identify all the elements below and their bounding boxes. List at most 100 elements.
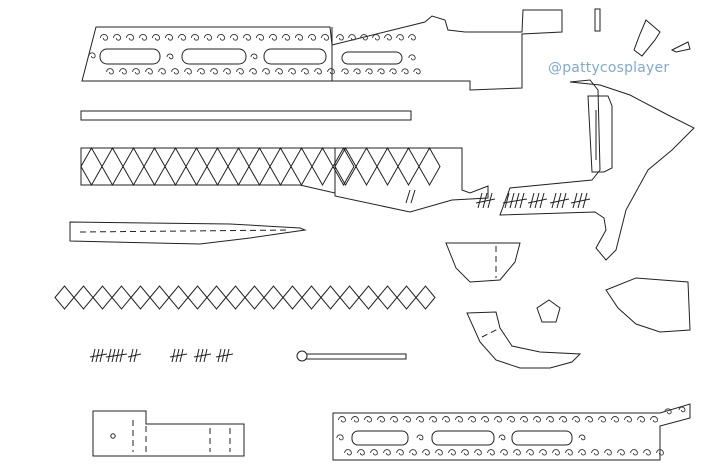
long-rail-piece [80, 110, 412, 121]
swirl-ornament [678, 406, 686, 413]
tally-mark [534, 192, 540, 209]
swirl-ornament [364, 416, 372, 423]
swirl-ornament [650, 416, 658, 423]
swirl-ornament [416, 434, 424, 441]
tally-mark [91, 348, 96, 363]
swirl-ornament [413, 68, 421, 75]
swirl-ornament [262, 68, 270, 75]
swirl-ornament [255, 33, 265, 41]
swirl-ornament [336, 34, 344, 41]
swirl-ornament [275, 68, 283, 75]
swirl-ornament [357, 449, 365, 456]
tally-mark-group-2 [89, 348, 234, 363]
swirl-ornament [664, 408, 672, 415]
swirl-ornament [604, 449, 612, 456]
swirl-ornament [377, 68, 385, 75]
swirl-ornament [327, 68, 335, 75]
swirl-ornament [422, 449, 430, 456]
tally-mark [529, 192, 535, 209]
tally-mark [217, 348, 222, 363]
swirl-ornament [401, 68, 409, 75]
small-bar-piece [594, 8, 601, 32]
swirl-ornament [236, 68, 244, 75]
swirl-ornament [210, 68, 218, 75]
diamond-tile [225, 285, 246, 310]
swirl-ornament [353, 68, 361, 75]
diamond-tile [187, 285, 208, 310]
engraved-band-piece [332, 403, 691, 461]
tally-mark [577, 192, 583, 209]
swirl-ornament [481, 416, 489, 423]
diamond-tile [130, 285, 151, 310]
tally-mark [99, 348, 104, 363]
main-frame-piece [475, 79, 695, 261]
diamond-tile [320, 285, 341, 310]
swirl-ornament [223, 68, 231, 75]
swirl-ornament [533, 416, 541, 423]
swirl-ornament [314, 68, 322, 75]
diamond-tile [396, 285, 417, 310]
swirl-ornament [99, 33, 109, 41]
swirl-ornament [448, 449, 456, 456]
bracket-piece [92, 410, 245, 457]
swirl-ornament [494, 416, 502, 423]
diamond-tile [149, 285, 170, 310]
tally-cross [570, 198, 591, 204]
swirl-ornament [158, 68, 166, 75]
swirl-ornament [171, 68, 179, 75]
swirl-ornament [408, 54, 416, 61]
swirl-ornament [513, 449, 521, 456]
swirl-ornament [250, 53, 258, 60]
swirl-ornament [112, 33, 122, 41]
swirl-ornament [630, 449, 638, 456]
tally-cross [549, 198, 570, 204]
swirl-ornament [307, 33, 317, 41]
diamond-tile [339, 285, 360, 310]
diamond-tile [263, 285, 284, 310]
tally-mark [572, 192, 578, 209]
swirl-ornament [578, 434, 586, 441]
swirl-ornament [268, 33, 278, 41]
swirl-ornament [320, 33, 330, 41]
swirl-ornament [585, 416, 593, 423]
diamond-pattern [80, 146, 441, 187]
pentagon-piece [536, 299, 561, 323]
tally-mark [504, 192, 510, 209]
swirl-ornament [591, 449, 599, 456]
tally-mark [551, 192, 557, 209]
swirl-ornament [288, 68, 296, 75]
tally-mark [477, 192, 483, 209]
swirl-ornament [336, 434, 344, 441]
swirl-ornament [578, 449, 586, 456]
swirl-ornament [383, 449, 391, 456]
diamond-tile [358, 285, 379, 310]
swirl-ornament [624, 416, 632, 423]
diamond-tile [54, 285, 75, 310]
swirl-ornament [389, 68, 397, 75]
tally-cross [502, 198, 528, 204]
swirl-ornament [611, 416, 619, 423]
tally-mark [509, 192, 515, 209]
diamond-tile [92, 285, 113, 310]
swirl-ornament [344, 449, 352, 456]
swirl-ornament [442, 416, 450, 423]
blade-piece [69, 221, 307, 245]
barrel-top-piece [81, 9, 563, 91]
watermark-text: @pattycosplayer [548, 60, 670, 76]
swirl-ornament [145, 68, 153, 75]
swirl-ornament [341, 68, 349, 75]
swirl-ornament [229, 33, 239, 41]
tally-cross [527, 198, 548, 204]
swirl-ornament [572, 416, 580, 423]
swirl-ornament [216, 33, 226, 41]
diamond-tile [111, 285, 132, 310]
swirl-ornament [106, 68, 114, 75]
tally-mark [171, 348, 176, 363]
tally-mark-group-1 [405, 189, 416, 204]
diamond-tile [415, 285, 436, 310]
swirl-ornament [552, 449, 560, 456]
diamond-stock-piece [80, 146, 489, 213]
swirl-ornament [468, 416, 476, 423]
tally-cross [215, 353, 234, 358]
